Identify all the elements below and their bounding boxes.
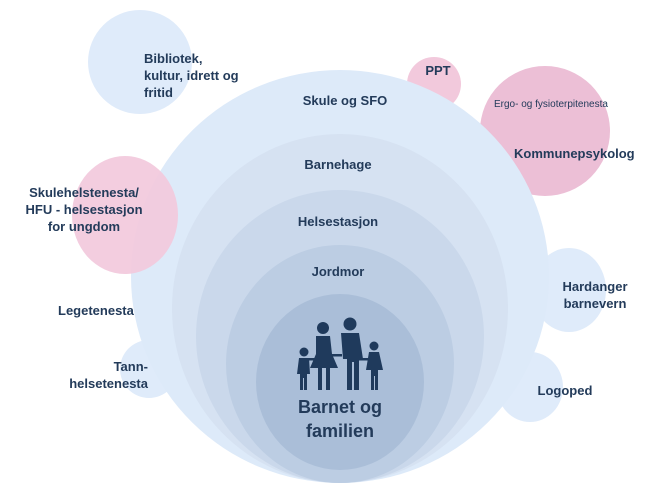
label-legetenesta: Legetenesta xyxy=(58,303,134,318)
skulehelse-circle xyxy=(72,156,178,274)
label-bibliotek: Bibliotek, kultur, idrett og fritid xyxy=(144,51,239,100)
family-icon xyxy=(297,317,383,390)
label-skulehelsetenesta: Skulehelstenesta/ HFU - helsestasjon for… xyxy=(25,185,143,234)
label-hardanger-barnevern: Hardanger barnevern xyxy=(562,279,628,311)
label-helsestasjon: Helsestasjon xyxy=(297,214,379,229)
label-skule-og-sfo: Skule og SFO xyxy=(302,93,388,108)
core-barnet xyxy=(256,294,424,470)
bibliotek-circle xyxy=(88,10,192,114)
label-tannhelsetenesta: Tann- helsetenesta xyxy=(69,359,148,391)
label-barnet-og-familien: Barnet og familien xyxy=(297,397,382,441)
label-logoped: Logoped xyxy=(537,383,593,398)
label-ppt: PPT xyxy=(425,63,451,78)
label-ergo-fysio: Ergo- og fysioterpitenesta xyxy=(494,99,608,110)
label-kommunepsykolog: Kommunepsykolog xyxy=(514,146,635,161)
label-jordmor: Jordmor xyxy=(311,264,365,279)
label-barnehage: Barnehage xyxy=(304,157,372,172)
